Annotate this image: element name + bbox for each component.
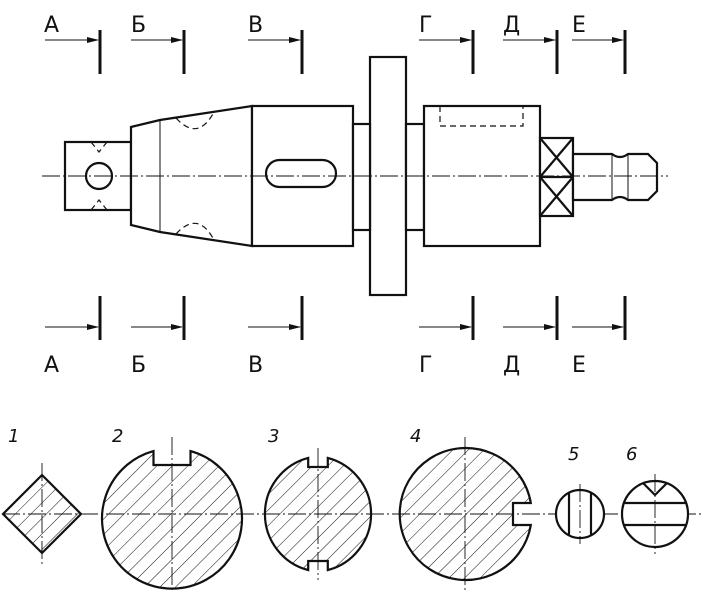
view-number-1: 1 — [8, 426, 19, 447]
section-view-4: 4 — [398, 426, 533, 591]
section-label-bottom-e: Е — [572, 353, 586, 378]
block-cross-marks — [539, 137, 574, 217]
section-label-bottom-b: Б — [131, 353, 146, 378]
taper-hidden-recess-top — [175, 111, 215, 130]
section-label-top-e: Е — [572, 13, 586, 38]
shaft-pin-end — [571, 152, 659, 202]
section-marker-top-b: Б — [131, 13, 186, 74]
taper-hidden-recess-bottom — [175, 222, 215, 241]
section-marker-top-d: Д — [503, 13, 559, 74]
section-marker-top-e: Е — [572, 13, 627, 74]
section-marker-top-a: А — [44, 13, 102, 74]
section-label-top-b: Б — [131, 13, 146, 38]
shaft-neck-right — [404, 122, 426, 232]
section-label-top-d: Д — [503, 13, 520, 38]
shaft-neck-left — [351, 122, 372, 232]
section-marker-bottom-v: В — [248, 296, 304, 378]
section-marker-bottom-g: Г — [419, 296, 475, 378]
section-view-5: 5 — [554, 444, 606, 544]
top-section-markers: А Б В Г Д Е — [44, 13, 627, 74]
section-view-3: 3 — [263, 426, 373, 580]
view-number-5: 5 — [568, 444, 579, 465]
section-marker-bottom-d: Д — [503, 296, 559, 378]
square-end-hidden-edge-bottom — [90, 199, 108, 211]
section-label-bottom-d: Д — [503, 353, 520, 378]
square-end-hidden-edge-top — [90, 141, 108, 153]
section-label-top-g: Г — [419, 13, 432, 38]
section-marker-bottom-e: Е — [572, 296, 627, 378]
flat-hidden-edge — [439, 106, 524, 127]
section-view-2: 2 — [100, 426, 244, 591]
section-marker-top-g: Г — [419, 13, 475, 74]
section-label-top-a: А — [44, 13, 59, 38]
section-view-6: 6 — [620, 444, 690, 554]
section-marker-top-v: В — [248, 13, 304, 74]
slotted-circle-section-4 — [398, 446, 533, 582]
bottom-section-markers: А Б В Г Д Е — [44, 296, 627, 378]
section-view-1: 1 — [1, 426, 83, 566]
section-marker-bottom-b: Б — [131, 296, 186, 378]
keyway-slot — [264, 158, 338, 189]
section-label-bottom-g: Г — [419, 353, 432, 378]
shaft-main-view — [42, 55, 668, 297]
view-number-4: 4 — [410, 426, 421, 447]
section-label-bottom-v: В — [248, 353, 263, 378]
section-label-top-v: В — [248, 13, 263, 38]
view-number-6: 6 — [626, 444, 637, 465]
section-views-row: 1 2 3 4 5 — [1, 426, 701, 591]
view-number-3: 3 — [268, 426, 279, 447]
section-marker-bottom-a: А — [44, 296, 102, 378]
view-number-2: 2 — [112, 426, 123, 447]
section-label-bottom-a: А — [44, 353, 59, 378]
